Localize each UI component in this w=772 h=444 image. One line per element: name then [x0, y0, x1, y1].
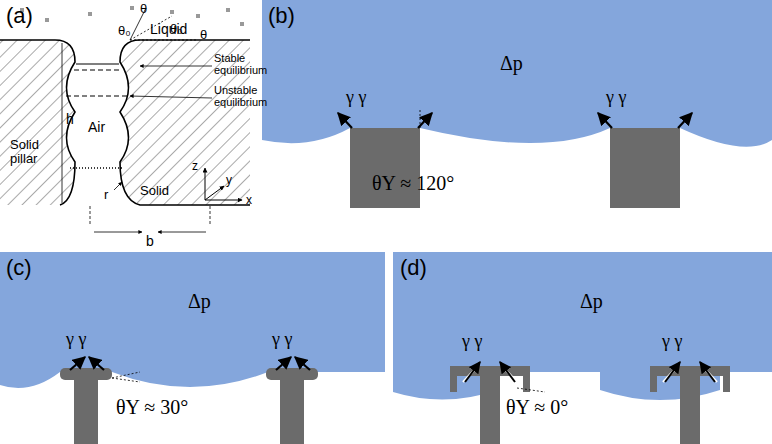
angle-label: θ₀	[170, 22, 183, 36]
angle-label: θY ≈ 120°	[372, 172, 454, 194]
note-label: Unstable equilibrium	[214, 84, 274, 108]
dimension-label: r	[104, 188, 108, 202]
tension-label: γ γ	[606, 88, 626, 108]
part-label: Solid	[140, 184, 169, 198]
angle-label: θ	[140, 2, 147, 16]
angle-label: θ₀	[118, 24, 131, 38]
panel-letter: (c)	[6, 256, 32, 280]
tension-label: γ γ	[346, 88, 366, 108]
panel-c	[0, 252, 385, 444]
dimension-label: h	[66, 112, 74, 127]
panel-a	[0, 6, 250, 232]
panel-d	[393, 252, 772, 444]
axis-label: x	[246, 194, 252, 207]
tension-label: γ γ	[272, 330, 292, 350]
angle-label: θ	[200, 28, 207, 42]
axis-label: y	[226, 174, 232, 187]
note-label: Stable equilibrium	[214, 52, 274, 76]
dimension-label: b	[146, 234, 154, 249]
tension-label: γ γ	[662, 332, 682, 352]
region-label: Air	[88, 120, 105, 135]
angle-label: θY ≈ 30°	[116, 396, 188, 418]
panel-letter: (b)	[268, 4, 295, 28]
pressure-label: Δp	[500, 52, 523, 74]
panel-letter: (a)	[6, 4, 33, 28]
tension-label: γ γ	[462, 332, 482, 352]
pressure-label: Δp	[188, 290, 211, 312]
panel-b	[262, 0, 772, 208]
part-label: Solid pillar	[10, 138, 58, 167]
angle-label: θY ≈ 0°	[506, 396, 568, 418]
pressure-label: Δp	[580, 290, 603, 312]
panel-letter: (d)	[400, 256, 427, 280]
axis-label: z	[192, 160, 198, 173]
tension-label: γ γ	[66, 330, 86, 350]
